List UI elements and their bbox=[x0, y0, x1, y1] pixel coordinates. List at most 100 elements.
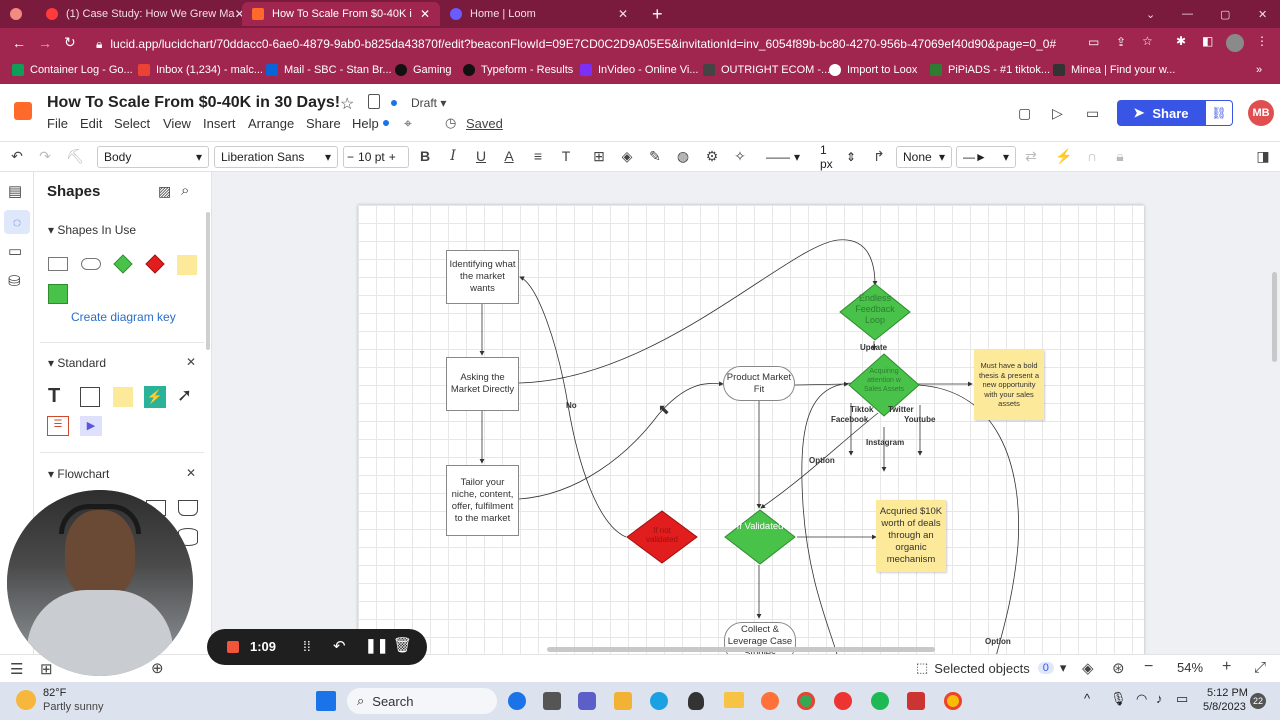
bookmark-inbox[interactable]: Inbox (1,234) - malc... bbox=[138, 64, 263, 76]
close-icon[interactable]: ✕ bbox=[186, 355, 197, 369]
menu-edit[interactable]: Edit bbox=[80, 116, 103, 131]
volume-icon[interactable]: ♪ bbox=[1156, 691, 1163, 706]
image-icon[interactable]: ▨ bbox=[158, 183, 172, 199]
templates-icon[interactable]: ▭ bbox=[8, 243, 23, 260]
webcam-bubble[interactable] bbox=[7, 490, 193, 676]
video-shape-icon[interactable]: ▶ bbox=[80, 416, 102, 436]
text-color-icon[interactable]: A bbox=[504, 148, 514, 164]
reload-icon[interactable]: ↻ bbox=[64, 34, 76, 50]
close-icon[interactable]: ✕ bbox=[234, 7, 242, 21]
chrome-icon[interactable] bbox=[797, 692, 815, 710]
lucid-logo-icon[interactable] bbox=[14, 102, 32, 120]
line-width-dropdown[interactable]: 1 px⇕ bbox=[814, 143, 862, 171]
sticky-note-shape[interactable] bbox=[177, 255, 197, 275]
border-icon[interactable]: ⊞ bbox=[593, 148, 605, 164]
rounded-rectangle-shape[interactable] bbox=[81, 258, 101, 270]
window-close-icon[interactable]: ✕ bbox=[1258, 8, 1268, 21]
connector[interactable] bbox=[794, 381, 849, 387]
more-menu-icon[interactable]: ⋮ bbox=[1256, 34, 1268, 48]
chevron-down-icon[interactable]: ⌄ bbox=[1146, 8, 1156, 21]
selected-objects[interactable]: ⬚ Selected objects 0 ▾ bbox=[916, 660, 1066, 676]
microphone-icon[interactable]: 🎙︎ bbox=[1110, 691, 1127, 706]
share-page-icon[interactable]: ⇪ bbox=[1116, 35, 1127, 49]
list-shape-icon[interactable]: ☰ bbox=[47, 416, 69, 436]
maximize-icon[interactable]: ▢ bbox=[1220, 8, 1231, 21]
connector[interactable] bbox=[801, 382, 853, 654]
layers-icon[interactable]: ◈ bbox=[1082, 660, 1094, 677]
arrow-start-dropdown[interactable]: None▾ bbox=[896, 146, 952, 168]
font-size-stepper[interactable]: −10 pt+ bbox=[343, 146, 409, 168]
weather-icon[interactable] bbox=[16, 690, 36, 710]
font-dropdown[interactable]: Liberation Sans▾ bbox=[214, 146, 338, 168]
zoom-out-icon[interactable]: − bbox=[1144, 658, 1154, 675]
camera-icon[interactable]: ▭ bbox=[1088, 35, 1100, 49]
horizontal-scrollbar[interactable] bbox=[547, 647, 935, 652]
file-explorer-icon[interactable] bbox=[724, 692, 744, 708]
spotify-icon[interactable] bbox=[871, 692, 889, 710]
panel-scrollbar[interactable] bbox=[206, 212, 210, 350]
line-color-icon[interactable]: ✎ bbox=[649, 148, 661, 164]
connector[interactable] bbox=[519, 276, 627, 538]
link-icon[interactable]: ⛓ bbox=[1205, 100, 1233, 126]
sticky-bold-thesis[interactable]: Must have a bold thesis & present a new … bbox=[974, 350, 1044, 420]
close-icon[interactable]: ✕ bbox=[186, 466, 197, 480]
swap-arrows-icon[interactable]: ⇄ bbox=[1025, 148, 1037, 164]
wifi-icon[interactable]: ◠ bbox=[1136, 691, 1148, 706]
present-icon[interactable]: ▷ bbox=[1052, 105, 1063, 121]
menu-view[interactable]: View bbox=[163, 116, 191, 131]
diamond-acquiring-attention[interactable] bbox=[848, 353, 920, 417]
rectangle-shape[interactable] bbox=[48, 257, 68, 271]
flowchart-header[interactable]: ▾ Flowchart bbox=[48, 467, 109, 481]
data-icon[interactable]: ⛁ bbox=[8, 273, 21, 290]
compass-icon[interactable]: ⊛ bbox=[1112, 660, 1125, 677]
bookmark-loox[interactable]: Import to Loox bbox=[829, 64, 917, 76]
forward-icon[interactable]: → bbox=[38, 35, 52, 51]
extensions-icon[interactable]: ✱ bbox=[1176, 34, 1187, 48]
sticky-acquired-deals[interactable]: Acquried $10K worth of deals through an … bbox=[876, 500, 946, 572]
grip-icon[interactable]: ⁞⁞ bbox=[303, 638, 311, 654]
menu-help[interactable]: Help bbox=[352, 116, 379, 131]
document-icon[interactable] bbox=[368, 94, 380, 109]
bookmark-pipiads[interactable]: PiPiADS - #1 tiktok... bbox=[930, 64, 1050, 76]
bookmark-outright[interactable]: OUTRIGHT ECOM -... bbox=[703, 64, 830, 76]
standard-header[interactable]: ▾ Standard bbox=[48, 356, 106, 370]
green-rectangle-shape[interactable] bbox=[48, 284, 68, 304]
trash-icon[interactable]: 🗑︎ bbox=[393, 637, 413, 654]
format-painter-icon[interactable]: ⛏ bbox=[66, 148, 84, 164]
italic-icon[interactable]: I bbox=[450, 148, 456, 164]
menu-select[interactable]: Select bbox=[114, 116, 151, 131]
bold-icon[interactable]: B bbox=[419, 148, 431, 164]
node-product-market-fit[interactable]: Product Market Fit bbox=[723, 366, 795, 401]
bing-icon[interactable] bbox=[508, 692, 526, 710]
minimize-icon[interactable]: — bbox=[1182, 8, 1193, 20]
diamond-feedback-loop[interactable] bbox=[839, 283, 911, 341]
green-diamond-shape[interactable] bbox=[113, 254, 133, 274]
comment-icon[interactable]: ▢ bbox=[1018, 105, 1032, 121]
restart-icon[interactable]: ↶ bbox=[333, 638, 346, 655]
edge-icon[interactable] bbox=[650, 692, 668, 710]
diamond-if-validated[interactable] bbox=[724, 509, 796, 565]
connector[interactable] bbox=[518, 381, 724, 500]
chrome-icon[interactable] bbox=[944, 692, 962, 710]
stop-recording-button[interactable] bbox=[227, 641, 239, 653]
action-icon[interactable]: ⚡ bbox=[1055, 148, 1073, 164]
new-tab-button[interactable]: + bbox=[652, 3, 663, 24]
line-shape-icon[interactable]: ↱ bbox=[873, 148, 885, 164]
battery-icon[interactable]: ▭ bbox=[1176, 691, 1189, 706]
magnet-icon[interactable]: ∩ bbox=[1086, 148, 1098, 164]
fill-color-icon[interactable]: ◈ bbox=[621, 148, 633, 164]
url-field[interactable]: 🔒︎ lucid.app/lucidchart/70ddacc0-6ae0-48… bbox=[96, 32, 1106, 56]
user-avatar[interactable]: MB bbox=[1248, 100, 1274, 126]
minus-icon[interactable]: − bbox=[347, 150, 355, 164]
taskbar-search[interactable]: ⌕Search bbox=[347, 688, 497, 714]
node-tailor-niche[interactable]: Tailor your niche, content, offer, fulfi… bbox=[446, 465, 519, 536]
connector[interactable] bbox=[917, 384, 1019, 654]
bookmark-mail[interactable]: Mail - SBC - Stan Br... bbox=[266, 64, 392, 76]
arrow-end-dropdown[interactable]: —►▾ bbox=[956, 146, 1016, 168]
line-arrow-icon[interactable]: ➚ bbox=[177, 385, 193, 405]
underline-icon[interactable]: U bbox=[475, 148, 487, 164]
vertical-scrollbar[interactable] bbox=[1272, 272, 1277, 362]
opacity-icon[interactable]: ◍ bbox=[676, 148, 690, 164]
shape-options-icon[interactable]: ⚙ bbox=[705, 148, 719, 164]
snipping-icon[interactable] bbox=[907, 692, 925, 710]
